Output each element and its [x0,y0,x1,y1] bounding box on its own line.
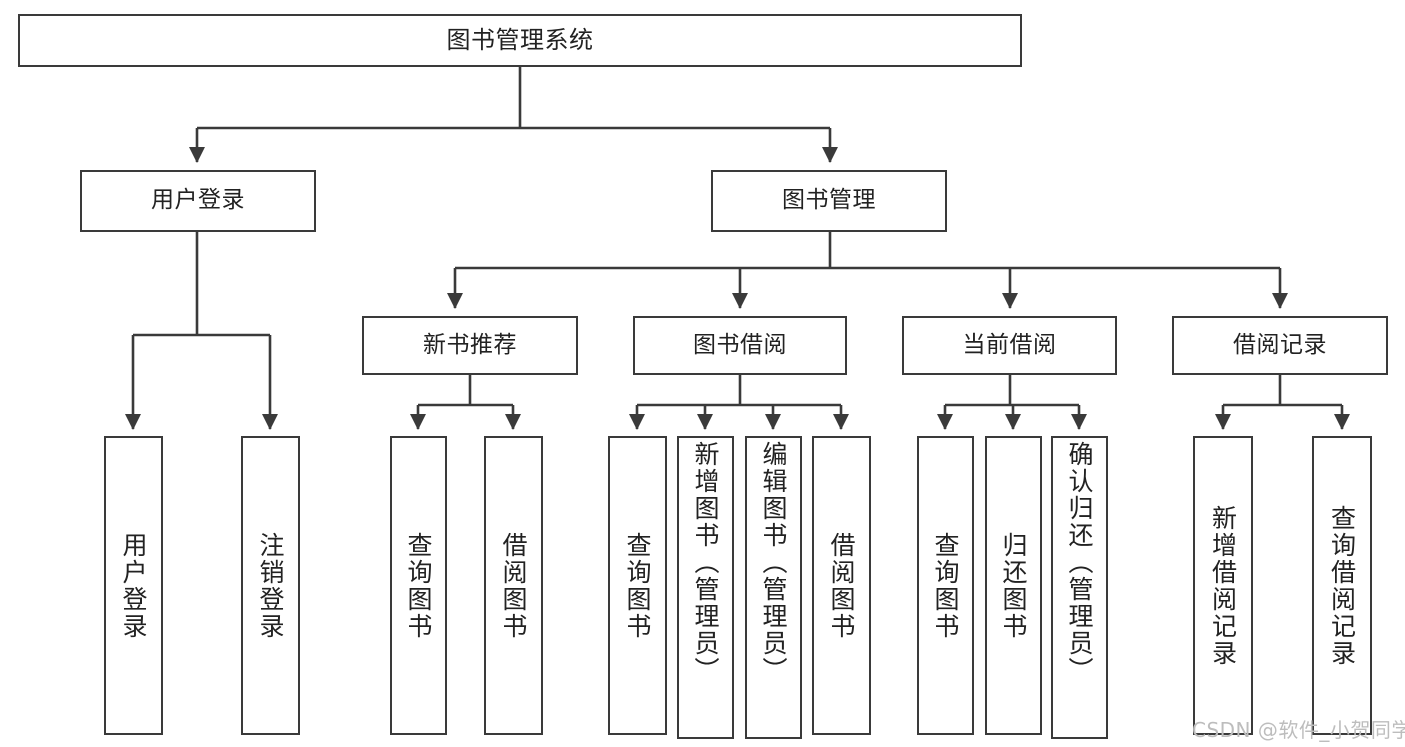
node-leaf-return-book-label: 归还图书 [999,531,1028,640]
node-leaf-confirm-return-label: 确认归还（管理员） [1065,441,1094,684]
node-user-login-label: 用户登录 [151,187,245,214]
edge-book-borrow-to-leaves [628,375,850,430]
node-new-book-recommend[interactable]: 新书推荐 [362,316,578,375]
node-leaf-add-book[interactable]: 新增图书（管理员） [677,436,734,739]
edge-root-to-level1 [188,67,839,163]
node-leaf-user-logout-label: 注销登录 [256,531,285,640]
node-leaf-add-record-label: 新增借阅记录 [1208,504,1238,667]
node-leaf-borrow-book-2-label: 借阅图书 [827,531,856,640]
node-leaf-user-logout[interactable]: 注销登录 [241,436,300,735]
node-leaf-query-book-3-label: 查询图书 [931,531,960,640]
node-user-login[interactable]: 用户登录 [80,170,316,232]
node-book-borrow-label: 图书借阅 [693,331,787,358]
node-leaf-borrow-book-2[interactable]: 借阅图书 [812,436,871,735]
edge-book-management-to-level2 [446,232,1289,309]
watermark: CSDN @软件_小贺同学 [1192,718,1405,742]
node-leaf-query-record[interactable]: 查询借阅记录 [1312,436,1372,735]
node-leaf-add-book-label: 新增图书（管理员） [691,441,720,684]
node-leaf-query-book-3[interactable]: 查询图书 [917,436,974,735]
node-leaf-edit-book-label: 编辑图书（管理员） [759,441,788,684]
node-leaf-query-book-2[interactable]: 查询图书 [608,436,667,735]
node-leaf-borrow-book-1-label: 借阅图书 [499,531,528,640]
edge-borrow-record-to-leaves [1214,375,1351,430]
edge-new-book-recommend-to-leaves [409,375,522,430]
node-leaf-user-login-label: 用户登录 [119,531,148,640]
node-current-borrow-label: 当前借阅 [962,331,1057,358]
node-leaf-query-book-1-label: 查询图书 [404,531,433,640]
node-current-borrow[interactable]: 当前借阅 [902,316,1117,375]
node-leaf-user-login[interactable]: 用户登录 [104,436,163,735]
node-book-management[interactable]: 图书管理 [711,170,947,232]
node-borrow-record-label: 借阅记录 [1233,331,1327,358]
node-leaf-query-book-1[interactable]: 查询图书 [390,436,447,735]
node-leaf-query-book-2-label: 查询图书 [623,531,652,640]
edge-current-borrow-to-leaves [936,375,1088,430]
node-leaf-return-book[interactable]: 归还图书 [985,436,1042,735]
node-leaf-add-record[interactable]: 新增借阅记录 [1193,436,1253,735]
node-leaf-confirm-return[interactable]: 确认归还（管理员） [1051,436,1108,739]
edge-user-login-to-leaves [124,232,279,430]
node-borrow-record[interactable]: 借阅记录 [1172,316,1388,375]
node-book-management-label: 图书管理 [782,187,876,214]
node-book-borrow[interactable]: 图书借阅 [633,316,847,375]
node-root-label: 图书管理系统 [446,26,594,55]
node-leaf-borrow-book-1[interactable]: 借阅图书 [484,436,543,735]
node-root[interactable]: 图书管理系统 [18,14,1022,67]
node-new-book-recommend-label: 新书推荐 [423,331,517,358]
node-leaf-edit-book[interactable]: 编辑图书（管理员） [745,436,802,739]
node-leaf-query-record-label: 查询借阅记录 [1327,504,1357,667]
